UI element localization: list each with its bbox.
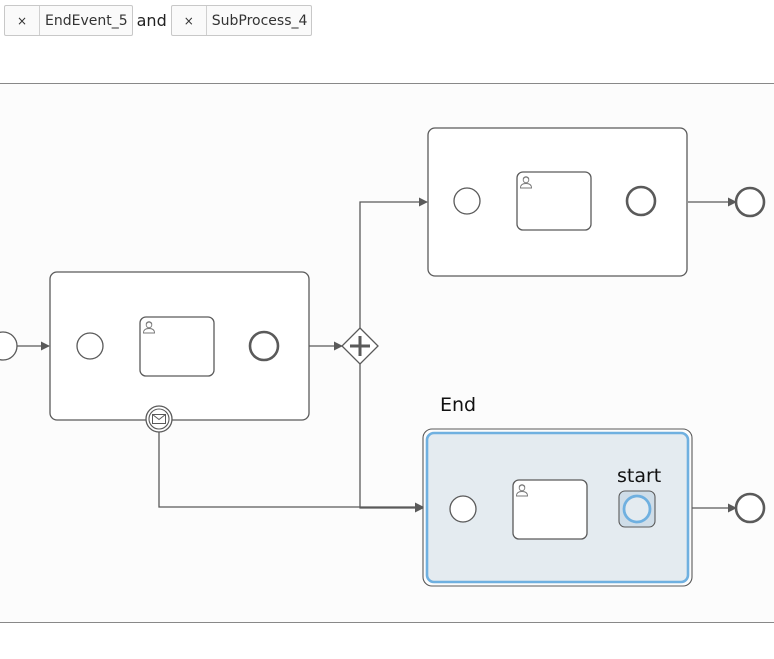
- end-event-bottom[interactable]: [734, 492, 766, 524]
- subprocess-left-user-task[interactable]: [139, 316, 215, 377]
- end-event-start-label: start: [617, 465, 661, 487]
- message-boundary-event-icon[interactable]: [145, 405, 173, 433]
- end-event-start[interactable]: [622, 494, 652, 524]
- filter-chip-subprocess-label: SubProcess_4: [211, 12, 308, 29]
- subprocess-top-start-event[interactable]: [453, 187, 481, 215]
- end-event-top[interactable]: [734, 186, 766, 218]
- parallel-gateway-plus-icon[interactable]: [341, 327, 379, 365]
- filter-chip-endevent-label: EndEvent_5: [45, 12, 128, 29]
- filter-chip-subprocess: × SubProcess_4: [170, 5, 313, 36]
- subprocess-left-start-event[interactable]: [76, 332, 104, 360]
- remove-filter-subprocess-button[interactable]: ×: [172, 6, 207, 35]
- subprocess-bottom-start-event[interactable]: [449, 495, 477, 523]
- subprocess-top-user-task[interactable]: [516, 171, 592, 231]
- remove-filter-endevent-button[interactable]: ×: [5, 6, 40, 35]
- filter-chip-endevent: × EndEvent_5: [4, 5, 133, 36]
- filter-chip-bar: × EndEvent_5 and × SubProcess_4: [4, 4, 313, 37]
- subprocess-bottom-selection-outline: [422, 428, 693, 587]
- subprocess-top-end-event[interactable]: [625, 185, 657, 217]
- start-event[interactable]: [0, 331, 18, 361]
- subprocess-bottom-user-task[interactable]: [512, 479, 588, 540]
- flow-gateway-to-subprocess-bottom[interactable]: [359, 364, 424, 513]
- subprocess-left-end-event[interactable]: [248, 330, 280, 362]
- subprocess-bottom-label: End: [440, 394, 476, 416]
- flow-gateway-to-subprocess-top[interactable]: [359, 197, 428, 328]
- flow-boundary-message-to-subprocess-bottom[interactable]: [158, 432, 424, 512]
- filter-connector-text: and: [136, 11, 167, 30]
